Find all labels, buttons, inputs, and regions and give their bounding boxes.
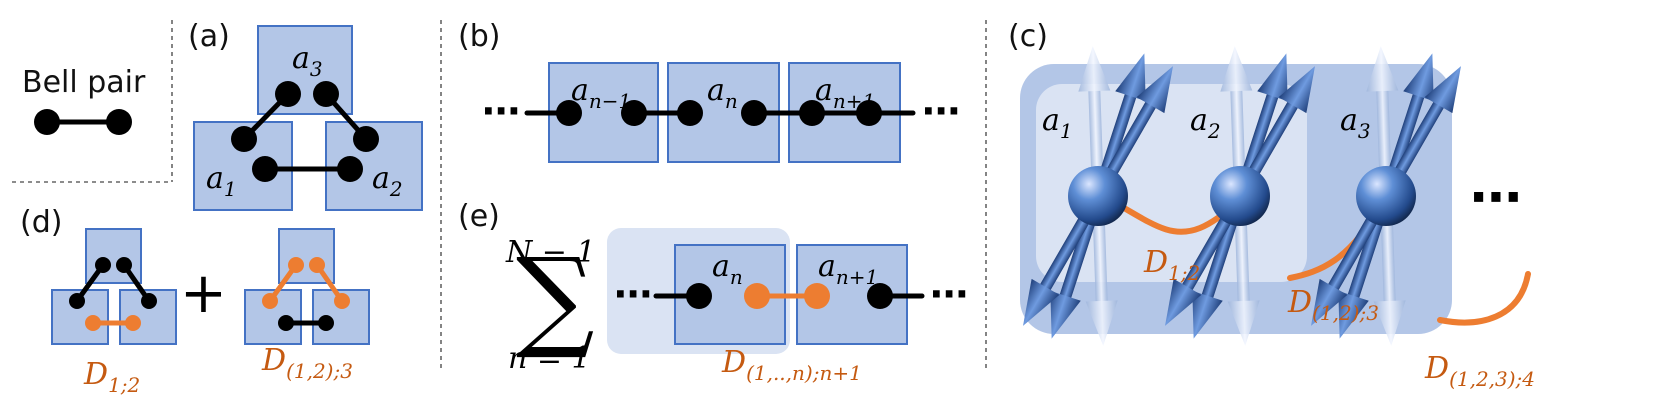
d2-label: D(1,2);3 bbox=[261, 343, 353, 383]
panel-e: (e) N − 1 ∑ n = 1 an an+1 ⋯ ⋯ D(1,..,n);… bbox=[458, 199, 968, 385]
label-c-a1: a1 bbox=[1042, 103, 1073, 143]
sum-upper-limit: N − 1 bbox=[505, 235, 596, 270]
qubit-a2-top bbox=[353, 126, 379, 152]
e-d-label: D(1,..,n);n+1 bbox=[721, 345, 862, 385]
legend-label: Bell pair bbox=[22, 65, 146, 100]
panel-b-label: (b) bbox=[458, 19, 500, 54]
panel-d-label: (d) bbox=[20, 205, 62, 240]
qubit-a1-right bbox=[252, 156, 278, 182]
d1-qubit-3 bbox=[69, 293, 85, 309]
e-qubit-1 bbox=[686, 283, 712, 309]
label-a-n-minus-1: an−1 bbox=[571, 73, 631, 113]
label-c-a3: a3 bbox=[1340, 103, 1371, 143]
panel-c-label: (c) bbox=[1008, 19, 1048, 54]
panel-b: (b) an−1 an an+1 ⋯ ⋯ bbox=[458, 19, 960, 163]
label-e-a-n-plus-1: an+1 bbox=[818, 249, 878, 289]
legend-bell-pair: Bell pair bbox=[22, 65, 146, 135]
chain-ellipsis-left: ⋯ bbox=[482, 89, 520, 133]
legend-dot-right bbox=[106, 109, 132, 135]
qubit-b-6 bbox=[856, 100, 882, 126]
label-c-a2: a2 bbox=[1190, 103, 1221, 143]
d1-qubit-1 bbox=[95, 257, 111, 273]
chain-ellipsis-right: ⋯ bbox=[922, 89, 960, 133]
label-a2: a2 bbox=[372, 161, 403, 201]
d1-qubit-2 bbox=[116, 257, 132, 273]
link-d1234 bbox=[1437, 271, 1531, 326]
d1-qubit-6 bbox=[125, 315, 141, 331]
panel-c: (c) a1 a2 a3 ⋯ D1;2 D(1,2);3 D(1,2,3);4 bbox=[1008, 19, 1535, 391]
plus-sign: + bbox=[180, 261, 227, 326]
d2-qubit-6 bbox=[318, 315, 334, 331]
e-ellipsis-left: ⋯ bbox=[614, 272, 652, 316]
qubit-b-3 bbox=[677, 100, 703, 126]
qubit-a1-top bbox=[231, 126, 257, 152]
d1-qubit-5 bbox=[85, 315, 101, 331]
label-a3: a3 bbox=[292, 41, 323, 81]
label-d1234: D(1,2,3);4 bbox=[1424, 351, 1535, 391]
panel-a: (a) a3 a1 a2 bbox=[188, 19, 423, 211]
panel-a-label: (a) bbox=[188, 19, 230, 54]
c-ellipsis: ⋯ bbox=[1470, 168, 1522, 228]
qubit-a3-left bbox=[275, 81, 301, 107]
e-qubit-3 bbox=[804, 283, 830, 309]
sum-lower-limit: n = 1 bbox=[508, 341, 591, 376]
d2-qubit-1 bbox=[288, 257, 304, 273]
qubit-b-4 bbox=[741, 100, 767, 126]
d2-qubit-4 bbox=[334, 293, 350, 309]
d1-label: D1;2 bbox=[83, 357, 140, 397]
d1-qubit-4 bbox=[141, 293, 157, 309]
d2-qubit-3 bbox=[262, 293, 278, 309]
qubit-b-5 bbox=[799, 100, 825, 126]
qubit-a2-left bbox=[337, 156, 363, 182]
sum-symbol: ∑ bbox=[516, 234, 595, 362]
legend-dot-left bbox=[34, 109, 60, 135]
label-a-n: an bbox=[707, 73, 738, 113]
label-e-a-n: an bbox=[712, 249, 743, 289]
panel-e-label: (e) bbox=[458, 199, 500, 234]
d2-qubit-5 bbox=[278, 315, 294, 331]
qubit-b-1 bbox=[556, 100, 582, 126]
panel-d: (d) D1;2 + D(1,2);3 bbox=[20, 205, 370, 397]
e-ellipsis-right: ⋯ bbox=[930, 272, 968, 316]
d2-qubit-2 bbox=[309, 257, 325, 273]
qubit-a3-right bbox=[313, 81, 339, 107]
label-a1: a1 bbox=[206, 161, 237, 201]
label-d123: D(1,2);3 bbox=[1287, 285, 1379, 325]
label-d12: D1;2 bbox=[1143, 245, 1200, 285]
e-qubit-2 bbox=[744, 283, 770, 309]
e-qubit-4 bbox=[867, 283, 893, 309]
qubit-b-2 bbox=[621, 100, 647, 126]
